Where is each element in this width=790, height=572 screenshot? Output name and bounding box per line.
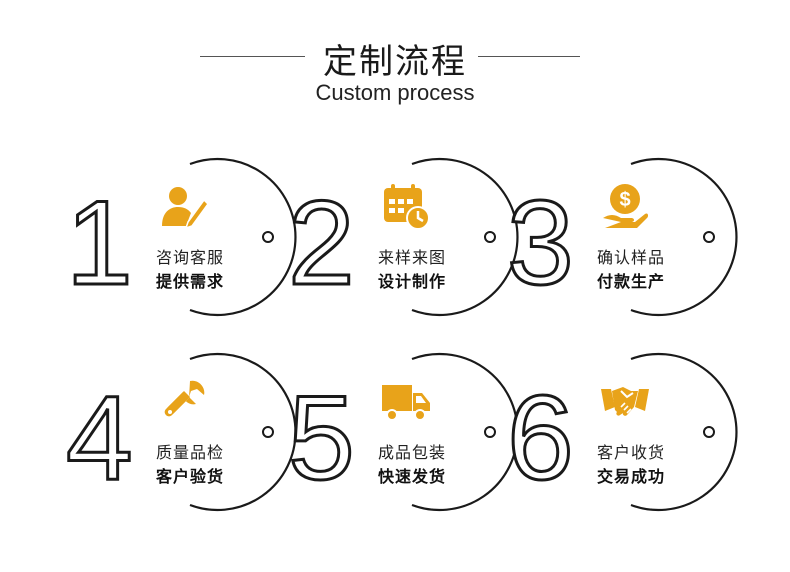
step-number: 3 bbox=[507, 176, 574, 310]
step-number: 5 bbox=[288, 371, 355, 505]
page-subtitle: Custom process bbox=[315, 80, 475, 105]
process-step-1: 1 咨询客服 提供需求 bbox=[62, 152, 297, 322]
step-ring: 5 bbox=[287, 352, 519, 512]
step-number: 2 bbox=[288, 176, 355, 310]
step-label-bold: 付款生产 bbox=[596, 272, 665, 291]
step-label: 咨询客服 bbox=[155, 248, 224, 267]
step-label: 确认样品 bbox=[596, 248, 665, 267]
step-number: 6 bbox=[507, 371, 574, 505]
step-label-bold: 交易成功 bbox=[596, 467, 665, 486]
process-step-6: 6 客户收货 交易成功 bbox=[503, 347, 738, 517]
person-pen-icon bbox=[162, 187, 208, 230]
step-ring: 4 bbox=[65, 352, 297, 512]
step-ring: 3 bbox=[506, 157, 738, 317]
step-ring: 1 bbox=[65, 157, 297, 317]
step-label-bold: 快速发货 bbox=[377, 467, 446, 486]
step-number: 4 bbox=[66, 371, 133, 505]
page-title: 定制流程 bbox=[323, 42, 467, 82]
truck-icon bbox=[382, 385, 430, 421]
step-label: 来样来图 bbox=[377, 248, 446, 267]
step-label-bold: 提供需求 bbox=[155, 272, 224, 291]
handshake-icon bbox=[601, 387, 649, 416]
process-step-5: 5 成品包装 快速发货 bbox=[284, 347, 519, 517]
step-ring: 6 bbox=[506, 352, 738, 512]
header: 定制流程 Custom process bbox=[0, 0, 790, 120]
process-step-4: 4 质量品检 客户验货 bbox=[62, 347, 297, 517]
svg-text:$: $ bbox=[619, 189, 630, 211]
process-step-3: 3 $ 确认样品 付款生产 bbox=[503, 152, 738, 322]
process-step-2: 2 来样来图 设计制作 bbox=[284, 152, 519, 322]
title-rule-right bbox=[478, 56, 580, 57]
step-label: 成品包装 bbox=[377, 443, 446, 462]
title-rule-left bbox=[200, 56, 305, 57]
step-ring: 2 bbox=[287, 157, 519, 317]
step-number: 1 bbox=[66, 176, 133, 310]
step-label: 客户收货 bbox=[596, 443, 665, 462]
calendar-clock-icon bbox=[384, 184, 430, 230]
step-label-bold: 设计制作 bbox=[377, 272, 446, 291]
step-label-bold: 客户验货 bbox=[155, 467, 224, 486]
money-hand-icon: $ bbox=[603, 184, 649, 228]
step-label: 质量品检 bbox=[155, 443, 224, 462]
wrench-icon bbox=[164, 380, 205, 417]
